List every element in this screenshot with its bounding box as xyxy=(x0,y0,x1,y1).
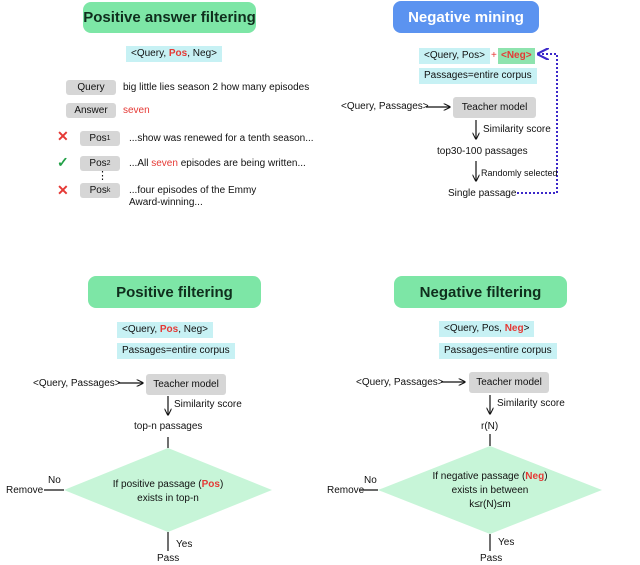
neg-mining-topk: top30-100 passages xyxy=(437,146,528,157)
pos-answer-title: Positive answer filtering xyxy=(83,2,256,33)
pos2-text: ...All seven episodes are being written.… xyxy=(129,158,306,169)
nf-condition-diamond xyxy=(378,446,602,534)
pos-filter-yes: Yes xyxy=(176,539,193,550)
check-icon: ✓ xyxy=(57,154,69,170)
dotted-feedback-arrow xyxy=(517,54,558,194)
neg-filter-input: <Query, Passages> xyxy=(356,377,444,388)
pos-filter-remove: Remove xyxy=(6,485,44,496)
neg-filter-title: Negative filtering xyxy=(394,276,567,308)
neg-filter-pass: Pass xyxy=(480,553,503,564)
pos-filter-topn: top-n passages xyxy=(134,421,203,432)
neg-filter-condition: If negative passage (Neg) exists in betw… xyxy=(432,471,548,510)
plus-sign: + xyxy=(491,50,497,61)
neg-filter-rn: r(N) xyxy=(481,421,499,432)
neg-tag: <Neg> xyxy=(498,48,535,64)
pos-filter-pass: Pass xyxy=(157,553,180,564)
pos-filter-no: No xyxy=(48,475,61,486)
pos-filter-title: Positive filtering xyxy=(88,276,261,308)
cross-icon: ✕ xyxy=(57,128,69,144)
pos-filter-teacher: Teacher model xyxy=(146,374,226,395)
neg-mining-teacher: Teacher model xyxy=(453,97,536,118)
pos-filter-condition: If positive passage (Pos) exists in top-… xyxy=(112,479,224,504)
posk-text: ...four episodes of the Emmy Award-winni… xyxy=(129,185,257,208)
query-text: big little lies season 2 how many episod… xyxy=(123,82,310,93)
pf-condition-diamond xyxy=(64,448,272,532)
neg-filter-remove: Remove xyxy=(327,485,365,496)
neg-filter-triple: <Query, Pos, Neg> xyxy=(439,321,535,337)
neg-filter-passages: Passages=entire corpus xyxy=(439,343,557,359)
neg-filter-no: No xyxy=(364,475,377,486)
cross-icon: ✕ xyxy=(57,182,69,198)
answer-text: seven xyxy=(123,105,150,116)
neg-mining-input: <Query, Passages> xyxy=(341,101,429,112)
neg-mining-random: Randomly selected xyxy=(481,168,558,178)
neg-mining-triple: <Query, Pos> xyxy=(419,48,490,64)
pos-filter-triple: <Query, Pos, Neg> xyxy=(117,322,213,338)
neg-mining-passages: Passages=entire corpus xyxy=(419,68,537,84)
query-label: Query xyxy=(66,80,116,95)
pos-filter-similarity: Similarity score xyxy=(174,399,242,410)
neg-mining-similarity: Similarity score xyxy=(483,124,551,135)
pos-filter-passages: Passages=entire corpus xyxy=(117,343,235,359)
pos-filter-input: <Query, Passages> xyxy=(33,378,121,389)
vertical-ellipsis: ⋮ xyxy=(97,170,108,182)
pos-answer-triple: <Query, Pos, Neg> xyxy=(126,46,222,62)
neg-filter-yes: Yes xyxy=(498,537,515,548)
answer-label: Answer xyxy=(66,103,116,118)
pos1-text: ...show was renewed for a tenth season..… xyxy=(129,133,314,144)
neg-filter-teacher: Teacher model xyxy=(469,372,549,393)
neg-filter-similarity: Similarity score xyxy=(497,398,565,409)
neg-mining-title: Negative mining xyxy=(393,1,539,33)
neg-mining-single: Single passage xyxy=(448,188,517,199)
